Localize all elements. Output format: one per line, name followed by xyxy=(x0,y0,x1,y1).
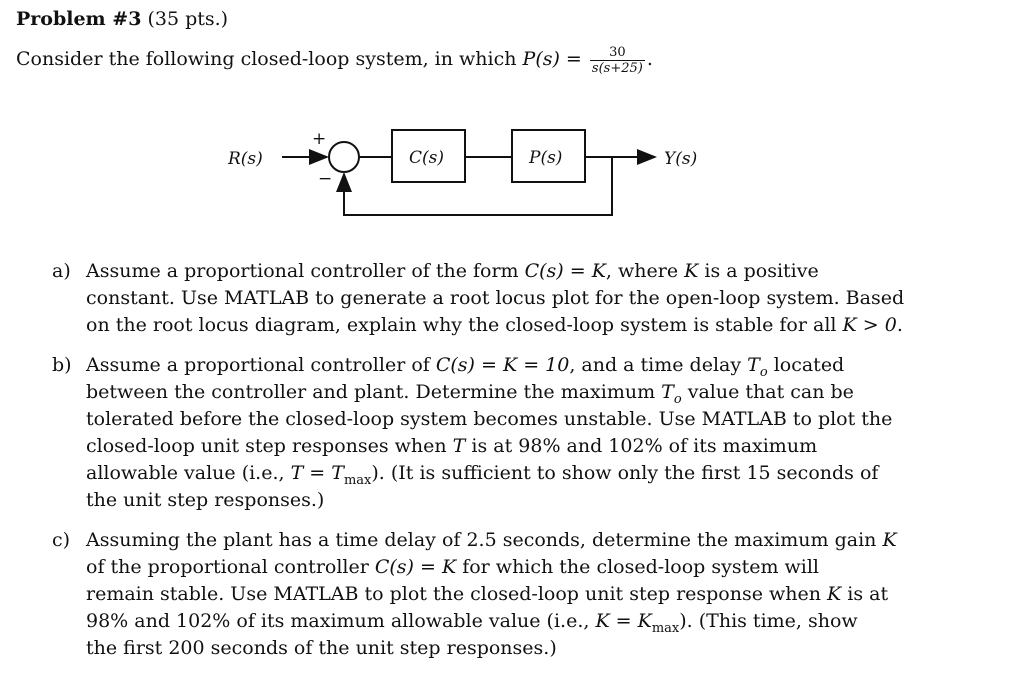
problem-title: Problem #3 (35 pts.) xyxy=(16,6,228,32)
part-b-line-4: closed-loop unit step responses when T i… xyxy=(86,435,818,457)
plant-denominator: s(s+25) xyxy=(591,60,643,76)
plant-numerator: 30 xyxy=(589,45,645,61)
intro-text: Consider the following closed-loop syste… xyxy=(16,48,517,70)
part-b-label: b) xyxy=(52,354,72,376)
plant-fraction: 30 s(s+25) xyxy=(589,45,645,76)
minus-sign: − xyxy=(318,169,332,189)
part-b-line-2: between the controller and plant. Determ… xyxy=(86,381,854,407)
part-a-line-3: on the root locus diagram, explain why t… xyxy=(86,314,903,336)
plant-block xyxy=(511,129,586,183)
part-b-line-1: Assume a proportional controller of C(s)… xyxy=(86,354,845,380)
intro-period: . xyxy=(646,48,653,70)
controller-label: C(s) xyxy=(409,148,444,168)
summing-junction xyxy=(328,141,360,173)
input-label: R(s) xyxy=(227,149,263,169)
part-c-line-5: the first 200 seconds of the unit step r… xyxy=(86,637,557,659)
part-b-line-5: allowable value (i.e., T = Tmax). (It is… xyxy=(86,462,879,488)
part-a-label: a) xyxy=(52,260,71,282)
plant-label: P(s) xyxy=(528,148,562,168)
part-c-line-2: of the proportional controller C(s) = K … xyxy=(86,556,820,578)
part-a-line-1: Assume a proportional controller of the … xyxy=(86,260,819,282)
problem-number: Problem #3 xyxy=(16,8,142,30)
block-diagram: R(s) + − C(s) P(s) Y(s) xyxy=(227,129,697,216)
problem-points: (35 pts.) xyxy=(147,8,229,30)
part-c-label: c) xyxy=(52,529,71,551)
intro-line: Consider the following closed-loop syste… xyxy=(16,44,653,76)
part-b: b) Assume a proportional controller of C… xyxy=(52,352,932,514)
part-a: a) Assume a proportional controller of t… xyxy=(52,258,932,339)
plant-lhs: P(s) = xyxy=(522,48,582,70)
plus-sign: + xyxy=(312,129,326,149)
part-b-line-6: the unit step responses.) xyxy=(86,489,325,511)
output-label: Y(s) xyxy=(664,149,697,169)
part-c: c) Assuming the plant has a time delay o… xyxy=(52,527,932,662)
part-c-line-3: remain stable. Use MATLAB to plot the cl… xyxy=(86,583,889,605)
feedback-path xyxy=(336,157,613,216)
part-c-line-4: 98% and 102% of its maximum allowable va… xyxy=(86,610,858,636)
part-a-line-2: constant. Use MATLAB to generate a root … xyxy=(86,287,905,309)
part-c-line-1: Assuming the plant has a time delay of 2… xyxy=(86,529,897,551)
part-b-line-3: tolerated before the closed-loop system … xyxy=(86,408,893,430)
